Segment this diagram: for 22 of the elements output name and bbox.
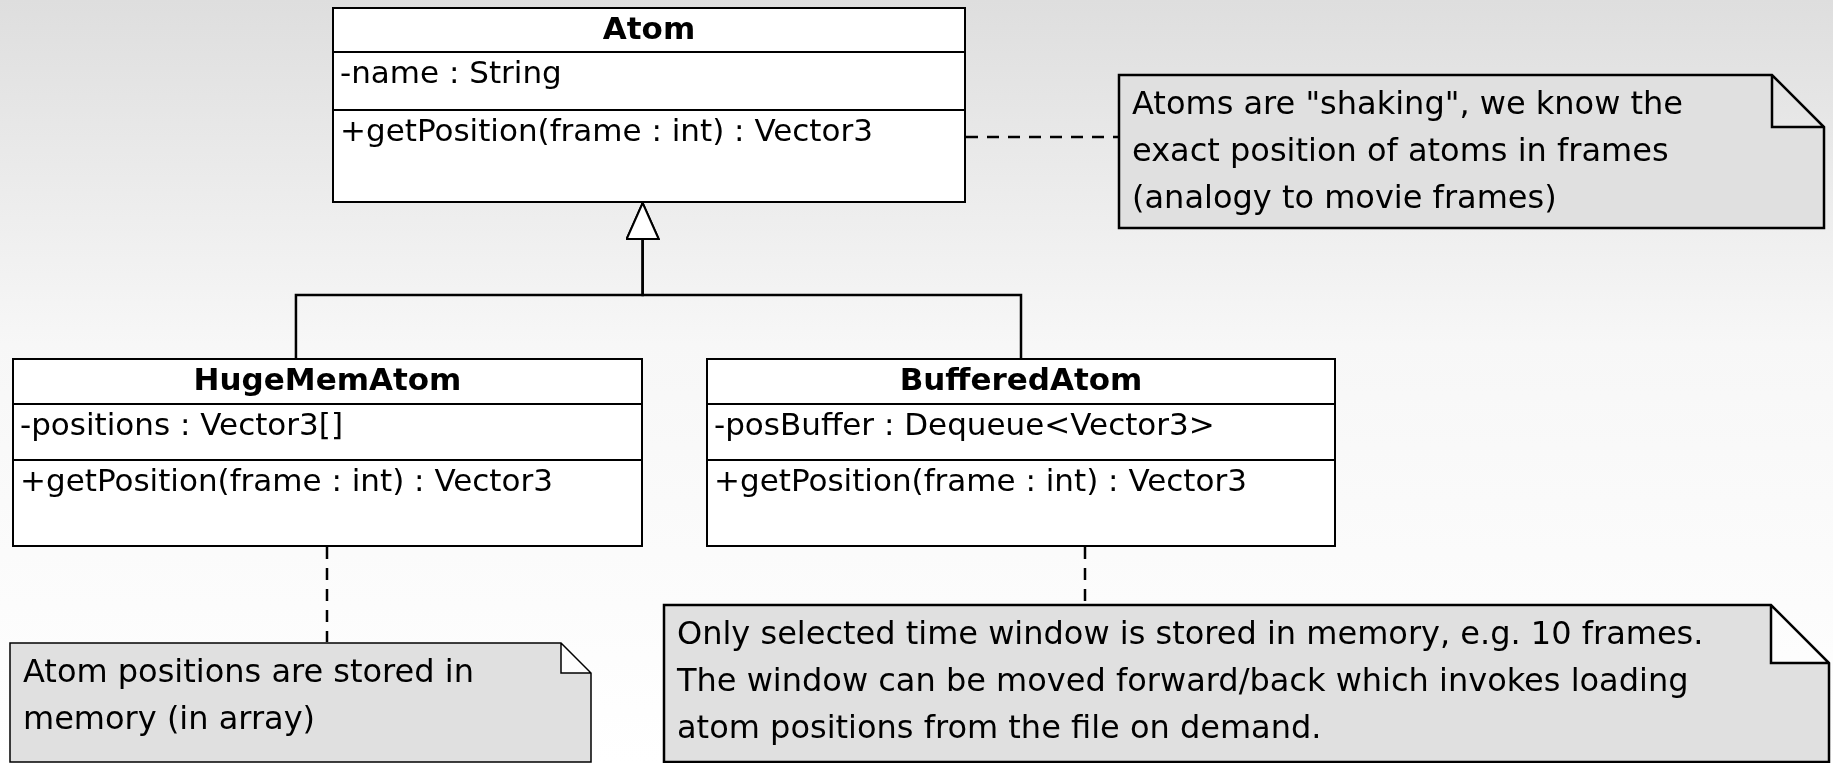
operation-text: +getPosition(frame : int) : Vector3 bbox=[714, 462, 1247, 498]
operation-text: +getPosition(frame : int) : Vector3 bbox=[340, 112, 873, 148]
generalization-arrow bbox=[625, 202, 1023, 358]
note-text: Atom positions are stored in memory (in array) bbox=[23, 651, 475, 740]
class-box bbox=[332, 7, 966, 203]
class-name: BufferedAtom bbox=[899, 361, 1143, 397]
note-shape bbox=[663, 604, 1830, 763]
note-text: Only selected time window is stored in memory, e.g. 10 frames. The window can be moved forward/back which invokes loading atom positions from the file on demand. bbox=[677, 613, 1705, 749]
attribute-text: -posBuffer : Dequeue<Vector3> bbox=[714, 406, 1215, 442]
attribute-text: -positions : Vector3[] bbox=[20, 406, 343, 442]
class-name: Atom bbox=[602, 10, 696, 46]
operation-text: +getPosition(frame : int) : Vector3 bbox=[20, 462, 553, 498]
note-shape bbox=[1118, 74, 1825, 229]
class-box bbox=[12, 358, 643, 547]
class-name: HugeMemAtom bbox=[193, 361, 462, 397]
note-connector bbox=[1083, 547, 1087, 604]
note-connector bbox=[325, 547, 329, 642]
note-shape bbox=[9, 642, 592, 763]
class-box bbox=[706, 358, 1336, 547]
attribute-text: -name : String bbox=[340, 54, 562, 90]
note-connector bbox=[966, 135, 1118, 139]
note-text: Atoms are "shaking", we know the exact position of atoms in frames (analogy to movie frames) bbox=[1132, 83, 1685, 219]
